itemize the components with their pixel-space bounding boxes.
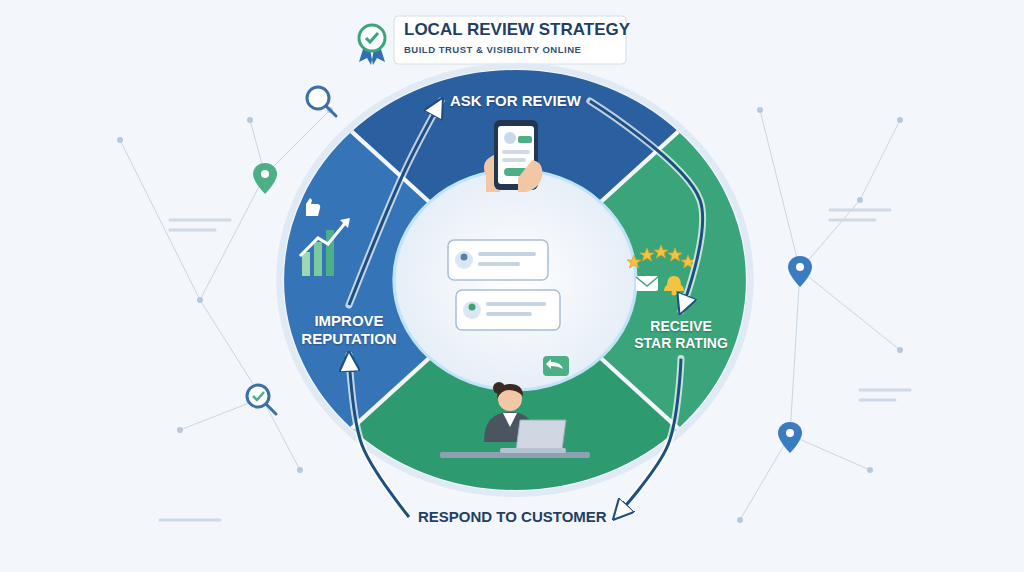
chat-bubbles bbox=[448, 240, 560, 330]
cycle-arrow bbox=[616, 359, 681, 517]
subtitle-label: BUILD TRUST & VISIBILITY ONLINE bbox=[404, 44, 581, 55]
agent-figure bbox=[440, 356, 590, 458]
connector-halo bbox=[349, 101, 441, 305]
stage-segment: ASK FOR REVIEW bbox=[444, 88, 587, 114]
network-lines bbox=[120, 110, 900, 520]
connector-halo bbox=[349, 355, 409, 517]
cycle-arrow bbox=[590, 101, 703, 311]
growth-chart bbox=[300, 198, 350, 276]
cycle-arrow bbox=[349, 101, 441, 305]
connector-halo bbox=[590, 101, 703, 311]
connector-halo bbox=[616, 359, 681, 517]
phone-hand bbox=[484, 120, 542, 192]
cycle-arrow bbox=[349, 355, 409, 517]
network-dots bbox=[117, 107, 903, 523]
stage-segment: RECEIVE STAR RATING bbox=[627, 314, 735, 356]
stage-label: ASK FOR REVIEW bbox=[450, 92, 581, 110]
cycle-ring bbox=[280, 66, 751, 494]
location-pin bbox=[253, 163, 812, 453]
stage-label: IMPROVE REPUTATION bbox=[300, 312, 398, 348]
badge-icon bbox=[359, 25, 385, 65]
envelope-bell bbox=[636, 276, 684, 296]
stage-segment: RESPOND TO CUSTOMER bbox=[412, 504, 613, 530]
stage-segment: IMPROVE REPUTATION bbox=[294, 308, 404, 352]
diagram-title: LOCAL REVIEW STRATEGY bbox=[404, 20, 630, 40]
stage-label: RECEIVE STAR RATING bbox=[633, 318, 729, 352]
star-rating bbox=[627, 245, 695, 268]
stage-label: RESPOND TO CUSTOMER bbox=[418, 508, 607, 526]
